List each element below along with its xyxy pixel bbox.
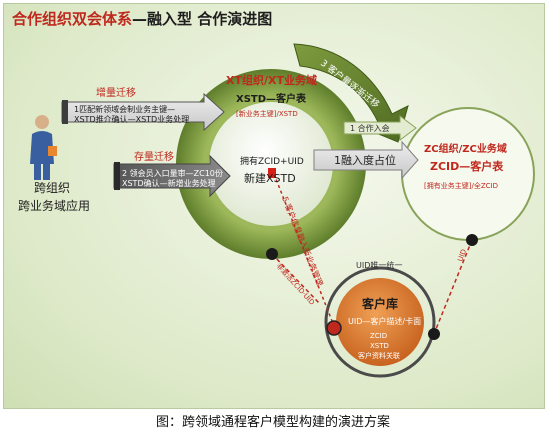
box2-line1: 2 领会员入口量审—ZC10份 <box>122 168 223 178</box>
ring-center2: 新建XSTD <box>244 171 296 185</box>
pool-line2: XSTD <box>370 342 389 350</box>
pool-line1: ZCID <box>370 332 387 340</box>
small-arrow-text: 1 合作入会 <box>350 123 390 133</box>
zc-circle <box>401 107 535 241</box>
node-dot <box>466 234 478 246</box>
box2-line2: XSTD确认—新增业务处理 <box>122 178 216 188</box>
dashed-links <box>271 173 473 335</box>
box1-line1: 1匹配新领域会制业务主键— <box>74 104 175 114</box>
customer-pool <box>324 266 436 378</box>
pool-title: 客户库 <box>361 296 398 311</box>
title-dark: —融入型 合作演进图 <box>132 10 273 28</box>
zc-line1: ZC组织/ZC业务域 <box>424 142 507 155</box>
ring-arc-text: UID唯一统一 <box>356 260 402 270</box>
box1-line2: XSTD推介确认—XSTD业务处理 <box>74 114 189 124</box>
pool-line3: 客户资料关联 <box>358 351 400 360</box>
actor-line2: 跨业务域应用 <box>18 198 90 213</box>
box2-red-label: 存量迁移 <box>134 150 174 163</box>
marker-square <box>268 168 276 178</box>
zc-line2: ZCID—客户表 <box>430 159 504 173</box>
node-dot <box>266 248 278 260</box>
input-arrow-1 <box>61 92 225 132</box>
input-arrow-2 <box>113 154 231 198</box>
dash-text-right: UID <box>456 248 468 263</box>
diagram-canvas: 合作组织双会体系—融入型 合作演进图 <box>3 3 545 409</box>
top-migration-arrow <box>293 43 409 143</box>
middle-arrow <box>313 140 419 180</box>
node-dot <box>326 320 342 336</box>
title-red: 合作组织双会体系 <box>12 10 133 28</box>
ring-sub-line: [新业务主键]/XSTD <box>236 109 298 118</box>
diagram-title: 合作组织双会体系—融入型 合作演进图 <box>12 8 272 29</box>
ring-header: XT组织/XT业务域 <box>226 73 317 87</box>
node-dot <box>428 328 440 340</box>
box1-red-label: 增量迁移 <box>96 86 136 99</box>
green-ring <box>176 69 366 259</box>
diagram-svg: 跨组织 跨业务域应用 增量迁移 1匹配新领域会制业务主键— XSTD推介确认—X… <box>18 43 535 378</box>
ring-code-line: XSTD—客户表 <box>236 92 307 105</box>
person-icon <box>30 115 57 180</box>
actor-line1: 跨组织 <box>34 181 70 195</box>
caption: 图：跨领域通程客户模型构建的演进方案 <box>155 415 390 430</box>
ring-center1: 拥有ZCID+UID <box>240 155 304 167</box>
pool-code: UID—客户描述/卡面 <box>348 316 421 326</box>
middle-arrow-text: 1融入度占位 <box>334 153 396 167</box>
join-arrow <box>343 115 417 141</box>
zc-line3: [拥有业务主键]/全ZCID <box>424 181 498 190</box>
